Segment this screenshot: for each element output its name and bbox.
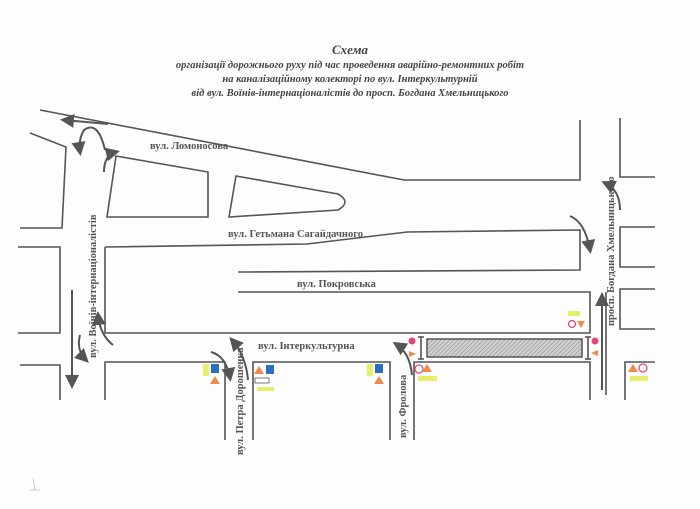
detour-arrows [60, 113, 621, 390]
arrow-voiniv-up [92, 311, 114, 346]
arrow-khmelnytskoho-turn [601, 180, 621, 211]
plate-icon [418, 376, 437, 381]
info-sign-icon [266, 365, 274, 374]
sign-group-doroshenka-west [203, 364, 220, 384]
plate-icon [568, 311, 580, 316]
pen-mark [30, 477, 40, 491]
warning-sign-icon [422, 364, 432, 372]
arrow-to-lomonosova [103, 147, 120, 173]
sign-group-khmelnytskoho-east [628, 363, 648, 381]
scheme-title-line1: організації дорожнього руху під час пров… [176, 60, 524, 71]
sign-group-workzone-west [408, 337, 416, 357]
street-pokrovska: вул. Покровська [297, 279, 377, 290]
barrier-sign-icon [591, 337, 599, 345]
street-lomonosova: вул. Ломоносова [150, 141, 229, 152]
arrow-khmelnytskoho-down [569, 215, 596, 254]
arrow-lomonosova-left [60, 113, 109, 128]
scheme-title-line2: на каналізаційному колекторі по вул. Інт… [222, 74, 477, 85]
sign-group-workzone-east [591, 337, 599, 356]
sign-group-doroshenka-east [254, 365, 274, 391]
street-interkulturna: вул. Інтеркультурна [258, 341, 355, 352]
yield-sign-icon [577, 321, 585, 328]
arrow-doroshenka-up [229, 336, 249, 381]
plate-icon [257, 387, 274, 391]
road-edges [18, 109, 655, 440]
warning-sign-icon [591, 350, 598, 356]
warning-sign-icon [210, 376, 220, 384]
restriction-sign-icon [567, 319, 577, 329]
road-signs [203, 311, 648, 391]
street-frolova: вул. Фролова [398, 374, 409, 438]
info-sign-icon [375, 364, 383, 373]
street-sahaidachnoho: вул. Гетьмана Сагайдачного [228, 229, 363, 240]
barrier-sign-icon [408, 337, 416, 345]
warning-sign-icon [409, 351, 416, 357]
street-khmelnytskoho: просп. Богдана Хмельницького [606, 177, 617, 326]
no-entry-sign-icon [414, 364, 424, 374]
barriers [418, 336, 591, 360]
scheme-title-line3: від вул. Воїнів-інтернаціоналістів до пр… [192, 88, 509, 99]
arrow-frolova-up [392, 341, 413, 376]
work-zone [426, 338, 583, 358]
arrow-turn [73, 334, 89, 363]
plate-icon [630, 376, 648, 381]
info-sign-icon [211, 364, 219, 373]
arrow-doroshenka-down [210, 351, 236, 382]
sign-group-pokrovska-corner [567, 311, 585, 329]
warning-sign-icon [628, 364, 638, 372]
sign-group-frolova-east [414, 364, 437, 381]
direction-sign-icon [254, 377, 270, 384]
warning-sign-icon [254, 366, 264, 374]
scheme-heading: Схема [332, 42, 369, 57]
restriction-sign-icon [638, 363, 648, 373]
street-doroshenka: вул. Петра Дорошенка [235, 347, 246, 455]
arrow-uturn [71, 126, 106, 156]
warning-sign-icon [374, 376, 384, 384]
street-voiniv: вул. Воїнів-інтернаціоналістів [88, 214, 99, 358]
sign-group-frolova-west [367, 364, 384, 384]
